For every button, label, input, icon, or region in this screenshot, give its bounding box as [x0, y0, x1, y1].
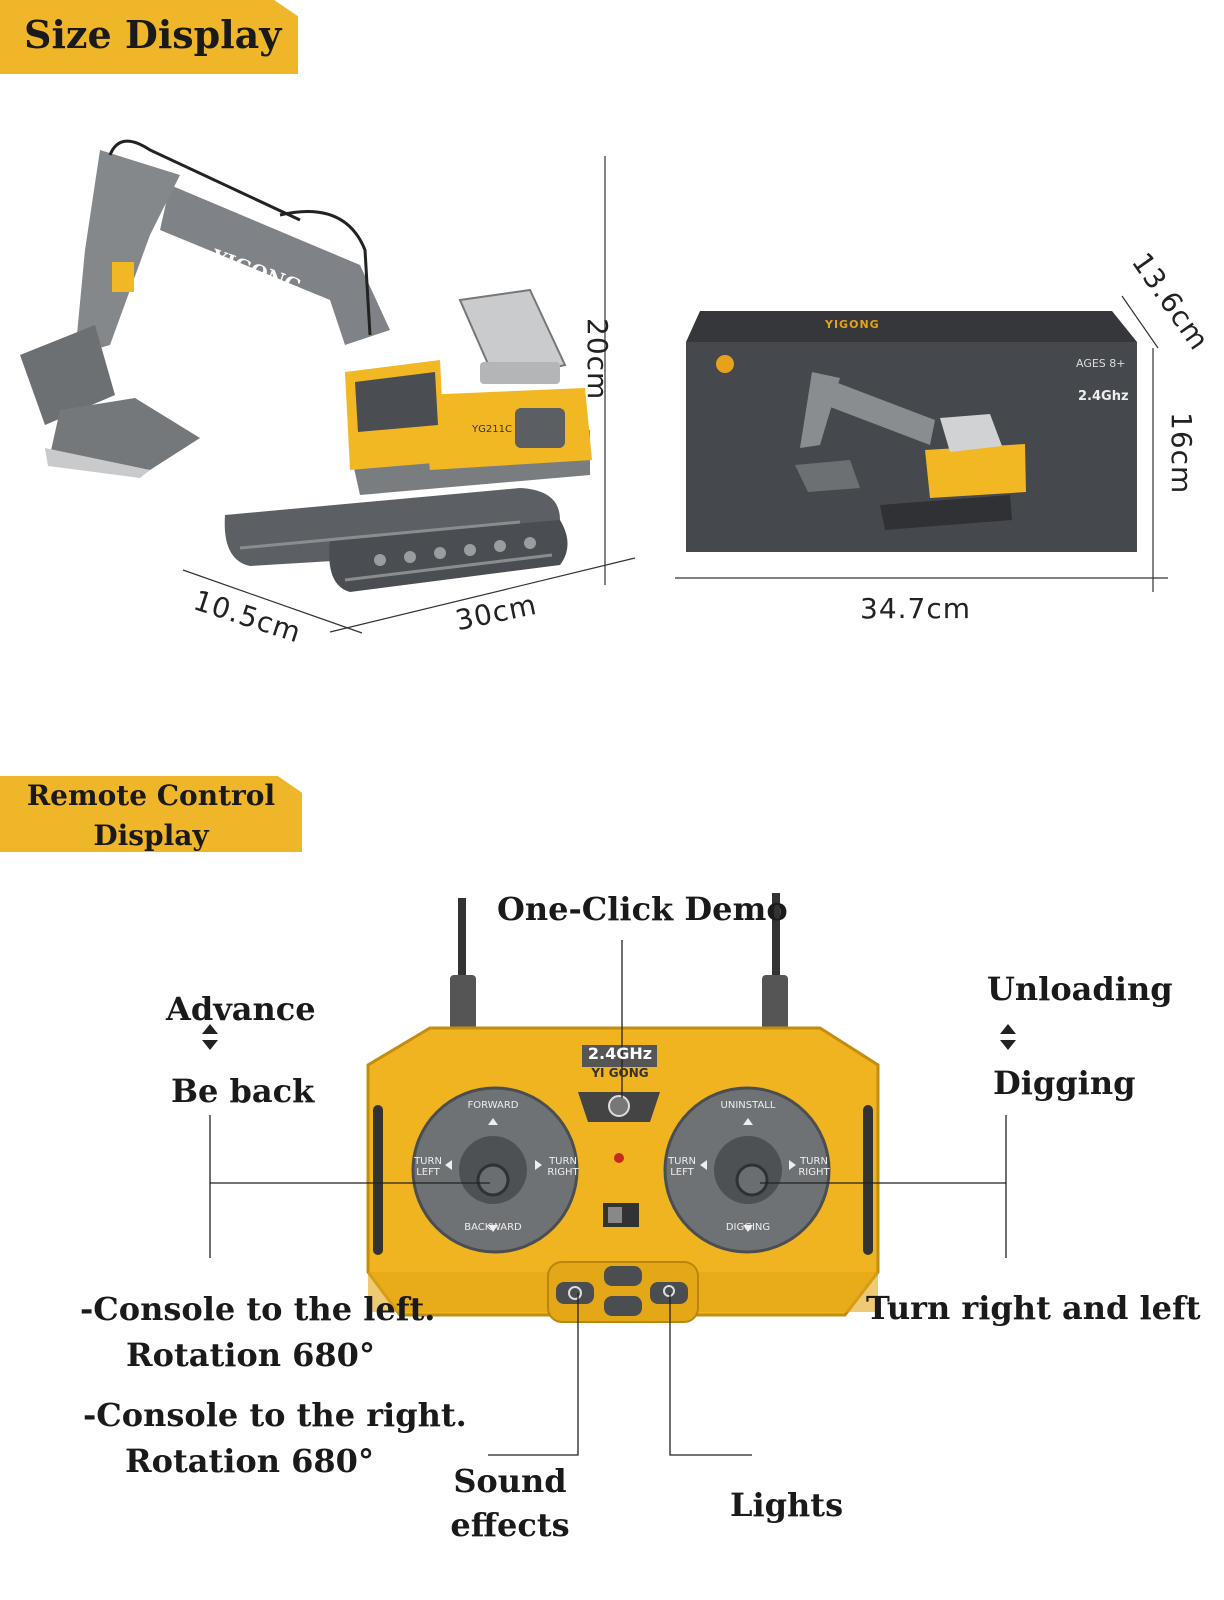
- remote-display-banner: Remote Control Display: [0, 776, 302, 852]
- sound-button[interactable]: [556, 1282, 594, 1304]
- console-left-label-1: -Console to the left.: [80, 1290, 436, 1328]
- excavator-image: YIGONG YG211C: [20, 139, 592, 592]
- console-right-label-2: Rotation 680°: [125, 1442, 374, 1480]
- packaging-box-image: [686, 311, 1137, 552]
- box-brand: YIGONG: [825, 318, 880, 331]
- up-down-arrow-icon: [202, 1024, 1016, 1050]
- console-left-label-2: Rotation 680°: [126, 1336, 375, 1374]
- size-display-heading: Size Display: [24, 12, 282, 57]
- depth-dim-line: [182, 569, 363, 634]
- right-top-text: UNINSTALL: [720, 1100, 776, 1111]
- box-length-dimension: 34.7cm: [860, 592, 972, 625]
- digging-label: Digging: [993, 1064, 1136, 1102]
- right-turn-left-text: TURN LEFT: [668, 1156, 696, 1178]
- left-turn-right-text: TURN RIGHT: [547, 1156, 579, 1178]
- left-turn-left-text: TURN LEFT: [414, 1156, 442, 1178]
- power-led-icon: [614, 1153, 624, 1163]
- remote-brand-text: YI GONG: [591, 1066, 649, 1080]
- sound-effects-label-2: effects: [450, 1506, 570, 1544]
- lights-button[interactable]: [650, 1282, 688, 1304]
- size-display-banner: Size Display: [0, 0, 298, 74]
- one-click-demo-label: One-Click Demo: [497, 890, 788, 928]
- excavator-model-text: YG211C: [471, 424, 512, 435]
- box-ages: AGES 8+: [1076, 357, 1126, 370]
- lights-label: Lights: [730, 1486, 844, 1524]
- demo-button-icon[interactable]: [608, 1095, 630, 1117]
- bottom-middle-button[interactable]: [604, 1296, 642, 1316]
- left-forward-text: FORWARD: [467, 1100, 519, 1111]
- sound-icon: [568, 1286, 582, 1300]
- remote-heading-line2: Display: [93, 819, 209, 852]
- turn-label: Turn right and left: [866, 1289, 1201, 1327]
- advance-label: Advance: [166, 990, 316, 1028]
- antenna-icon: [450, 893, 788, 1030]
- top-middle-button[interactable]: [604, 1266, 642, 1286]
- right-joystick[interactable]: [735, 1163, 769, 1197]
- box-depth-dim-line: [1121, 295, 1159, 349]
- unloading-label: Unloading: [987, 970, 1173, 1008]
- remote-band-text: 2.4GHz: [587, 1044, 653, 1063]
- light-bulb-icon: [663, 1285, 675, 1298]
- length-dim-line: [329, 557, 636, 633]
- remote-heading-line1: Remote Control: [26, 779, 276, 812]
- left-backward-text: BACKWARD: [464, 1222, 522, 1233]
- sound-effects-label-1: Sound: [453, 1462, 567, 1500]
- left-joystick[interactable]: [476, 1163, 510, 1197]
- right-bottom-text: DIGGING: [725, 1222, 771, 1233]
- box-frequency: 2.4Ghz: [1078, 389, 1129, 404]
- be-back-label: Be back: [171, 1072, 315, 1110]
- console-right-label-1: -Console to the right.: [83, 1396, 467, 1434]
- callout-lines: [209, 940, 1007, 1456]
- right-turn-right-text: TURN RIGHT: [798, 1156, 830, 1178]
